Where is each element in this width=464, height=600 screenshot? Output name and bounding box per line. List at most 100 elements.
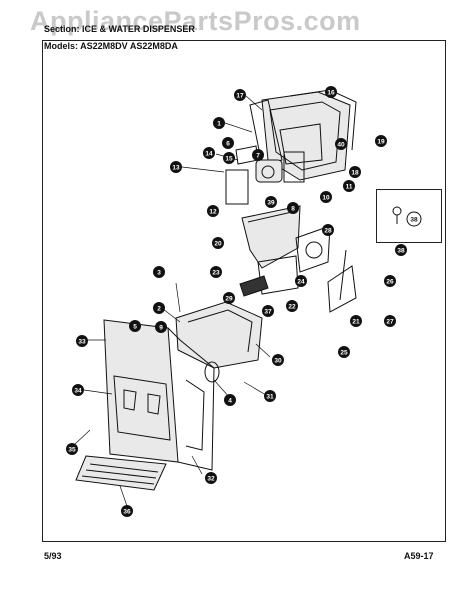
svg-text:12: 12 (209, 208, 217, 215)
svg-text:16: 16 (327, 89, 335, 96)
housing-side (167, 327, 215, 471)
diagram-frame (42, 40, 446, 542)
svg-text:5: 5 (133, 323, 137, 330)
callout-9: 9 (155, 321, 167, 333)
callout-4: 4 (224, 394, 236, 406)
callout-40: 40 (335, 138, 347, 150)
svg-text:35: 35 (68, 446, 76, 453)
callout-21: 21 (350, 315, 362, 327)
svg-text:33: 33 (78, 338, 86, 345)
callout-24: 24 (295, 275, 307, 287)
callout-34: 34 (72, 384, 84, 396)
callout-markers: 1 2 3 4 5 6 7 8 9 10 11 12 13 14 15 16 1… (66, 86, 422, 517)
svg-text:7: 7 (256, 152, 260, 159)
callout-22: 22 (286, 300, 298, 312)
callout-37: 37 (262, 305, 274, 317)
callout-39: 39 (265, 196, 277, 208)
callout-38: 38 (395, 244, 407, 256)
svg-text:22: 22 (288, 303, 296, 310)
svg-text:34: 34 (74, 387, 82, 394)
callout-32: 32 (205, 472, 217, 484)
actuator-parts (239, 225, 357, 313)
svg-text:4: 4 (228, 397, 232, 404)
dispenser-bracket (175, 301, 263, 383)
svg-text:15: 15 (225, 155, 233, 162)
chute-door (241, 205, 301, 269)
svg-text:36: 36 (123, 508, 131, 515)
inset-part (392, 206, 402, 224)
callout-19: 19 (375, 135, 387, 147)
callout-7: 7 (252, 149, 264, 161)
svg-text:27: 27 (386, 318, 394, 325)
models-label: Models: AS22M8DV AS22M8DA (44, 41, 178, 51)
callout-14: 14 (203, 147, 215, 159)
svg-text:3: 3 (157, 269, 161, 276)
callout-15: 15 (223, 152, 235, 164)
callout-29: 29 (223, 292, 235, 304)
callout-18: 18 (349, 166, 361, 178)
callout-28: 28 (322, 224, 334, 236)
svg-text:9: 9 (159, 324, 163, 331)
callout-26: 26 (384, 275, 396, 287)
svg-text:17: 17 (236, 92, 244, 99)
callout-1: 1 (213, 117, 225, 129)
callout-36: 36 (121, 505, 133, 517)
svg-text:39: 39 (267, 199, 275, 206)
svg-text:32: 32 (207, 475, 215, 482)
svg-text:13: 13 (172, 164, 180, 171)
callout-35: 35 (66, 443, 78, 455)
front-panel (103, 319, 179, 463)
callout-10: 10 (320, 191, 332, 203)
svg-text:31: 31 (266, 393, 274, 400)
svg-text:1: 1 (217, 120, 221, 127)
section-title: Section: ICE & WATER DISPENSER (44, 24, 195, 34)
watermark: AppliancePartsPros.com (30, 6, 361, 36)
svg-text:28: 28 (324, 227, 332, 234)
svg-text:21: 21 (352, 318, 360, 325)
callout-20: 20 (212, 237, 224, 249)
motor-assembly (225, 145, 305, 205)
date-label: 5/93 (44, 551, 62, 561)
svg-text:38: 38 (410, 216, 418, 223)
svg-text:20: 20 (214, 240, 222, 247)
svg-text:18: 18 (351, 169, 359, 176)
callout-3: 3 (153, 266, 165, 278)
inset-callout-38: 38 (406, 211, 422, 227)
svg-text:6: 6 (226, 140, 230, 147)
svg-text:24: 24 (297, 278, 305, 285)
callout-31: 31 (264, 390, 276, 402)
seal-ring (249, 99, 283, 166)
svg-text:37: 37 (264, 308, 272, 315)
svg-text:30: 30 (274, 357, 282, 364)
svg-text:23: 23 (212, 269, 220, 276)
callout-11: 11 (343, 180, 355, 192)
drip-tray (75, 455, 167, 491)
callout-25: 25 (338, 346, 350, 358)
callout-13: 13 (170, 161, 182, 173)
callout-33: 33 (76, 335, 88, 347)
callout-16: 16 (325, 86, 337, 98)
callout-2: 2 (153, 302, 165, 314)
svg-text:26: 26 (386, 278, 394, 285)
callout-5: 5 (129, 320, 141, 332)
callout-23: 23 (210, 266, 222, 278)
svg-text:38: 38 (397, 247, 405, 254)
svg-text:40: 40 (337, 141, 345, 148)
callout-27: 27 (384, 315, 396, 327)
svg-text:8: 8 (291, 205, 295, 212)
svg-text:2: 2 (157, 305, 161, 312)
callout-30: 30 (272, 354, 284, 366)
page-number: A59-17 (404, 551, 434, 561)
svg-text:10: 10 (322, 194, 330, 201)
svg-text:25: 25 (340, 349, 348, 356)
svg-text:29: 29 (225, 295, 233, 302)
callout-6: 6 (222, 137, 234, 149)
svg-text:11: 11 (346, 183, 353, 190)
callout-8: 8 (287, 202, 299, 214)
inset-box (376, 189, 442, 243)
svg-text:19: 19 (377, 138, 385, 145)
callout-17: 17 (234, 89, 246, 101)
svg-text:14: 14 (205, 150, 213, 157)
callout-12: 12 (207, 205, 219, 217)
